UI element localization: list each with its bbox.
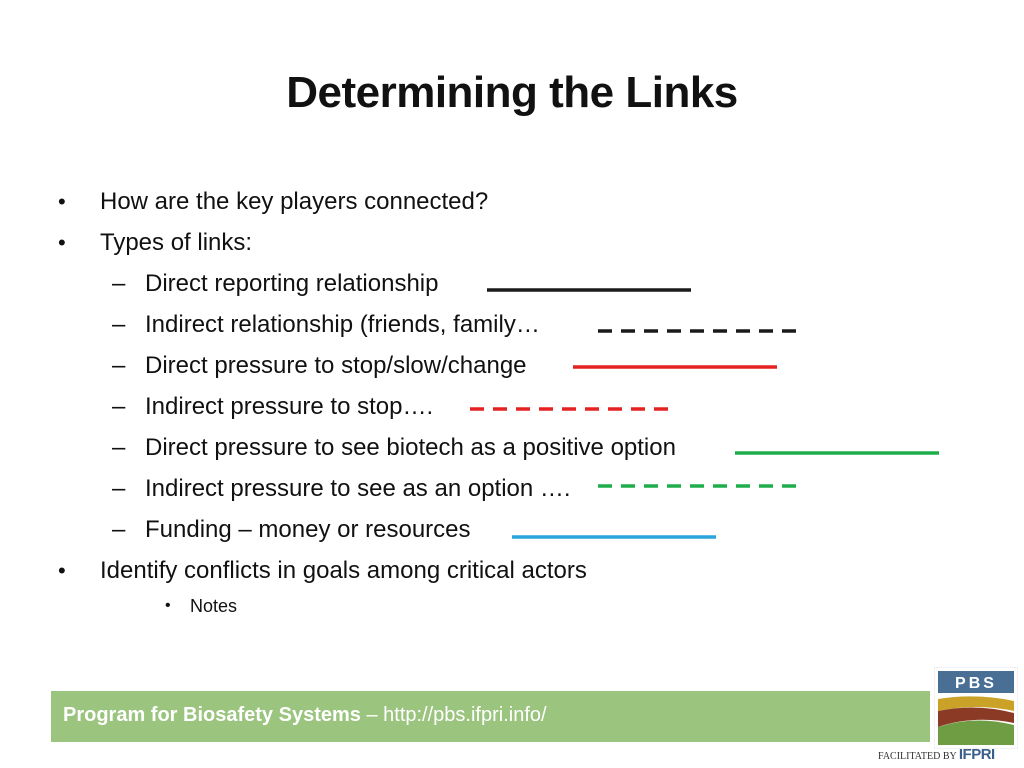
footer-url-link[interactable]: http://pbs.ifpri.info/	[383, 704, 547, 726]
dash-marker: –	[112, 516, 126, 543]
logo-text: PBS	[955, 675, 997, 692]
bullet-text: Types of links:	[100, 229, 253, 256]
bullet-text: How are the key players connected?	[100, 188, 489, 215]
dash-marker: –	[112, 393, 126, 420]
facilitated-by-label: FACILITATED BY	[878, 751, 957, 762]
bullet-marker: •	[58, 230, 66, 255]
link-type-label: Indirect pressure to stop….	[145, 393, 434, 420]
link-type-label: Direct pressure to see biotech as a posi…	[145, 434, 676, 461]
dash-marker: –	[112, 311, 126, 338]
bullet-text: Identify conflicts in goals among critic…	[100, 557, 587, 584]
facilitated-by: FACILITATED BY IFPRI	[878, 746, 995, 763]
link-type-label: Funding – money or resources	[145, 516, 471, 543]
dash-marker: –	[112, 270, 126, 297]
link-type-label: Direct pressure to stop/slow/change	[145, 352, 527, 379]
dash-marker: –	[112, 475, 126, 502]
ifpri-logo-text: IFPRI	[958, 746, 995, 763]
bullet-marker: •	[58, 189, 66, 214]
pbs-logo: PBS	[934, 667, 1018, 749]
slide-title: Determining the Links	[286, 68, 738, 117]
footer-separator: –	[360, 704, 384, 726]
footer-bar: Program for Biosafety Systems – http://p…	[51, 691, 930, 742]
dash-marker: –	[112, 434, 126, 461]
bullet-marker: •	[165, 597, 171, 614]
footer-program-name: Program for Biosafety Systems	[63, 704, 361, 726]
link-type-label: Direct reporting relationship	[145, 270, 439, 297]
dash-marker: –	[112, 352, 126, 379]
link-type-label: Indirect pressure to see as an option ….	[145, 475, 571, 502]
notes-text: Notes	[190, 596, 238, 616]
footer-text: Program for Biosafety Systems – http://p…	[63, 704, 547, 727]
link-type-label: Indirect relationship (friends, family…	[145, 311, 540, 338]
bullet-marker: •	[58, 558, 66, 583]
